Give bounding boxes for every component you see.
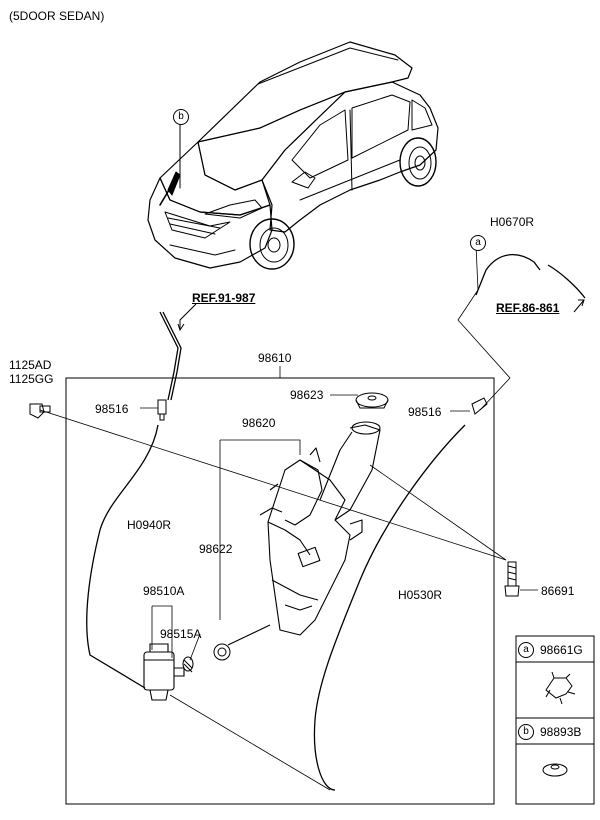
part-H0670R[interactable]: H0670R: [490, 215, 535, 229]
part-98622[interactable]: 98622: [199, 542, 233, 556]
legend-marker-a: a: [518, 642, 534, 658]
part-98516-right[interactable]: 98516: [408, 405, 442, 419]
part-H0940R[interactable]: H0940R: [127, 518, 172, 532]
part-H0530R[interactable]: H0530R: [398, 588, 443, 602]
fitting-98516-left: [157, 399, 167, 421]
callout-b-marker[interactable]: b: [173, 109, 189, 125]
hoses: [86, 254, 586, 791]
cap-98623: [355, 392, 389, 409]
clip-98661G-icon: [545, 671, 576, 705]
grommet-98622: [213, 643, 231, 661]
bolt-86691: [504, 561, 520, 597]
seal-98515A: [182, 656, 194, 673]
part-98515A[interactable]: 98515A: [160, 627, 202, 641]
car-illustration: [147, 41, 439, 270]
ref-86-861-link[interactable]: REF.86-861: [496, 301, 560, 315]
legend-part-98893B[interactable]: 98893B: [540, 725, 582, 739]
clip-98893B-icon: [542, 763, 568, 777]
callout-a-marker[interactable]: a: [470, 235, 486, 251]
part-98620[interactable]: 98620: [242, 416, 276, 430]
part-98610[interactable]: 98610: [258, 351, 292, 365]
leader-lines: [39, 244, 538, 791]
part-1125AD[interactable]: 1125AD: [9, 358, 52, 372]
legend-marker-b: b: [518, 724, 534, 740]
washer-reservoir: [227, 421, 381, 646]
legend-part-98661G[interactable]: 98661G: [540, 643, 583, 657]
part-98516-left[interactable]: 98516: [95, 402, 129, 416]
variant-label: (5DOOR SEDAN): [9, 9, 105, 23]
legend-frame: [515, 635, 595, 805]
part-98623[interactable]: 98623: [290, 388, 324, 402]
bolt-1125AD: [29, 403, 51, 419]
fitting-98516-right: [471, 397, 488, 415]
ref-arrows: [177, 299, 585, 332]
part-98510A[interactable]: 98510A: [143, 584, 185, 598]
part-86691[interactable]: 86691: [541, 584, 575, 598]
part-1125GG[interactable]: 1125GG: [9, 372, 54, 386]
ref-91-987-link[interactable]: REF.91-987: [192, 291, 256, 305]
pump-98510A: [143, 643, 185, 701]
